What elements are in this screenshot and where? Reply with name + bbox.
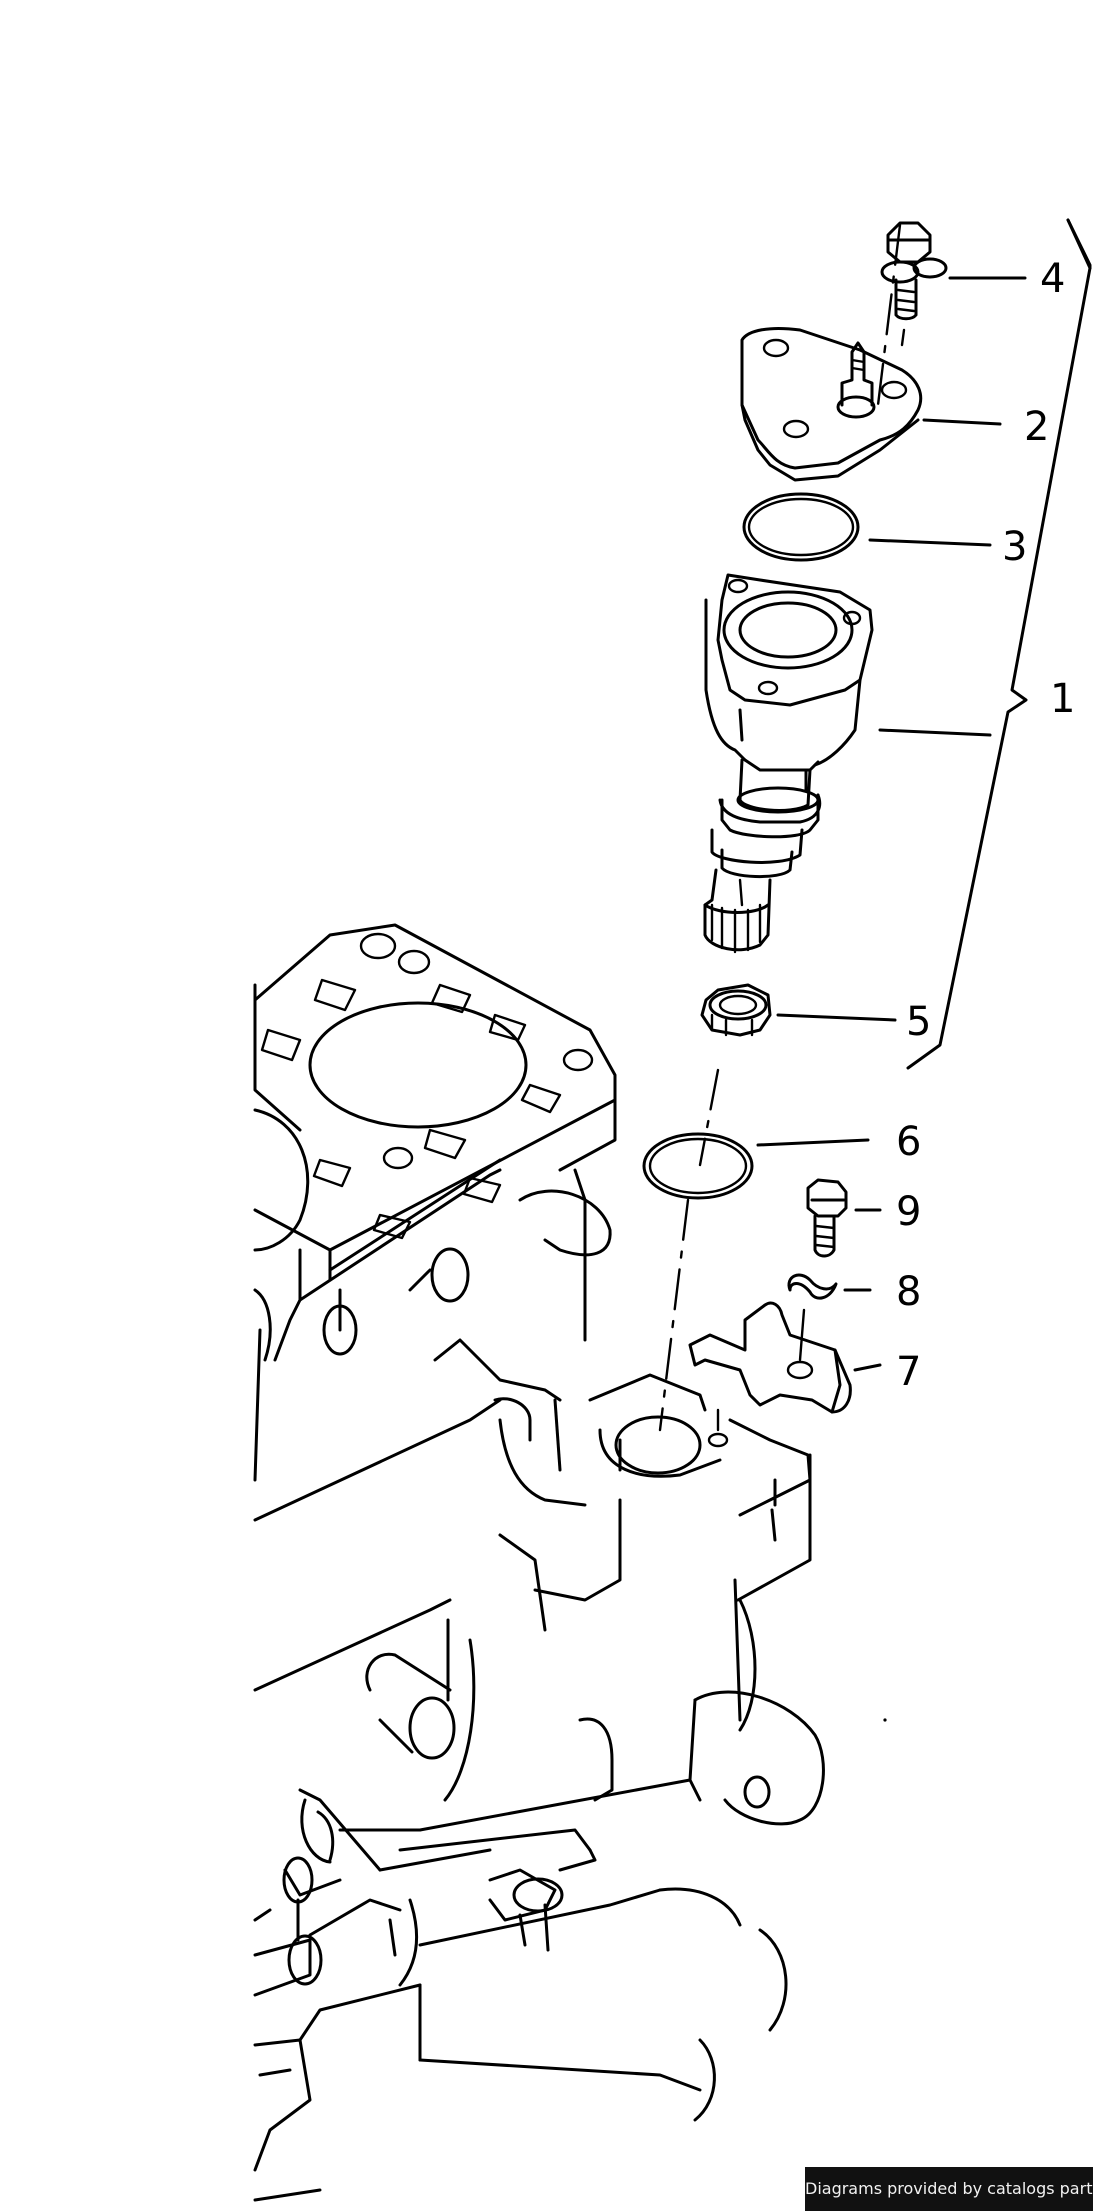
engine-block <box>253 923 825 2202</box>
callout-6: 6 <box>896 1119 921 1165</box>
part-6-o-ring <box>642 1132 754 1200</box>
part-3-o-ring <box>742 492 860 562</box>
callout-7: 7 <box>896 1349 921 1395</box>
part-7-clamp <box>688 1301 852 1414</box>
callout-3: 3 <box>1002 524 1027 570</box>
part-5-bushing <box>700 983 772 1037</box>
callout-9: 9 <box>896 1189 921 1235</box>
callout-1: 1 <box>1050 676 1075 722</box>
part-8-washer <box>787 1273 838 1300</box>
shaft-axis <box>876 223 902 407</box>
part-4-bolt <box>880 221 948 347</box>
callout-2: 2 <box>1024 404 1049 450</box>
leader-lines <box>756 276 1027 1372</box>
diagram-credit-badge: Diagrams provided by catalogs parts <box>805 2167 1093 2211</box>
part-1-housing <box>703 573 874 954</box>
part-2-flange <box>740 326 923 482</box>
callout-5: 5 <box>906 999 931 1045</box>
group-1-bracket <box>906 218 1092 1070</box>
callout-4: 4 <box>1040 256 1065 302</box>
callout-8: 8 <box>896 1269 921 1315</box>
part-9-bolt <box>806 1178 848 1258</box>
